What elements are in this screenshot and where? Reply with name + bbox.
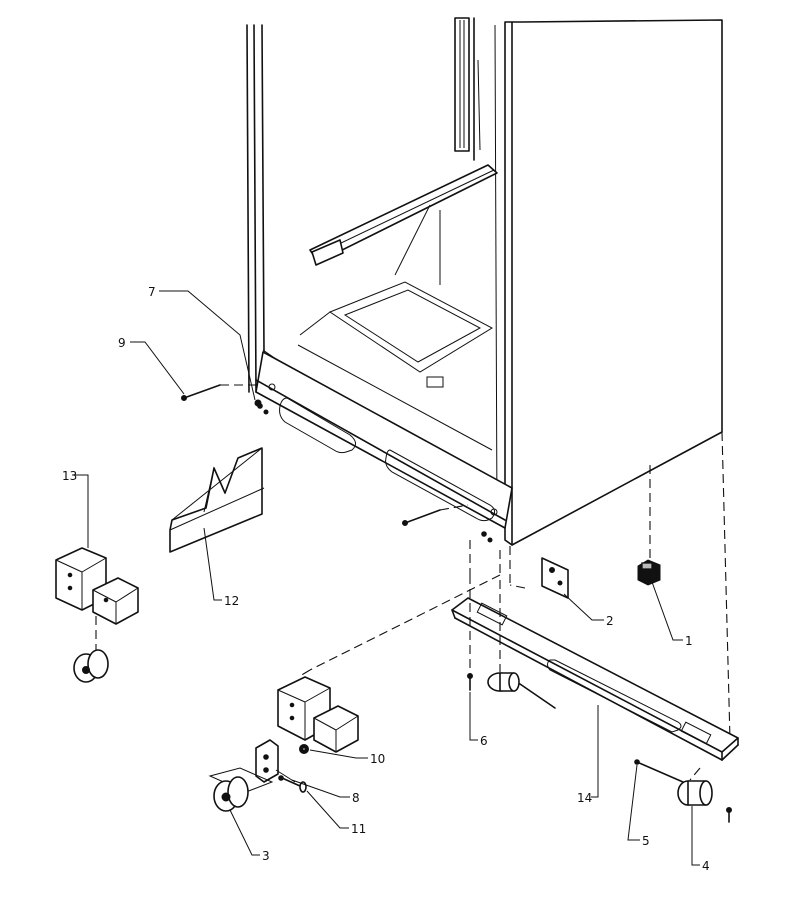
washer-part-10	[299, 744, 309, 754]
callout-2: 2	[606, 614, 614, 628]
leader-lines	[75, 290, 700, 866]
bracket-assembly-front	[277, 676, 359, 753]
callout-4: 4	[702, 859, 710, 873]
screw-part-6	[467, 575, 473, 691]
callout-labels: 1 2 3 4 5 6 7 8 9 10 11 12 13 14	[62, 285, 710, 873]
callout-11: 11	[351, 822, 366, 836]
callout-10: 10	[370, 752, 385, 766]
cabinet-body	[246, 17, 723, 546]
roller-part-4	[677, 767, 713, 806]
callout-5: 5	[642, 834, 650, 848]
screw-front-rail	[402, 504, 469, 526]
callout-9: 9	[118, 336, 126, 350]
caster-bracket-part-8	[255, 739, 296, 783]
nut-part-7	[254, 399, 262, 407]
leveling-foot-part-1	[637, 559, 661, 586]
callout-7: 7	[148, 285, 156, 299]
insulation-part-12	[169, 447, 265, 553]
screw-right-drop	[726, 807, 732, 823]
callout-3: 3	[262, 849, 270, 863]
axle-pin-part-5	[634, 759, 684, 783]
callout-14: 14	[577, 791, 592, 805]
bracket-assembly-part-13	[55, 547, 139, 683]
roller-left-on-rail	[487, 580, 556, 709]
pin-part-11	[278, 775, 307, 793]
callout-13: 13	[62, 469, 77, 483]
bracket-part-2	[541, 557, 569, 599]
caster-wheel-part-3	[208, 767, 274, 812]
callout-6: 6	[480, 734, 488, 748]
callout-12: 12	[224, 594, 239, 608]
screw-part-9	[181, 384, 256, 401]
callout-1: 1	[685, 634, 693, 648]
callout-8: 8	[352, 791, 360, 805]
